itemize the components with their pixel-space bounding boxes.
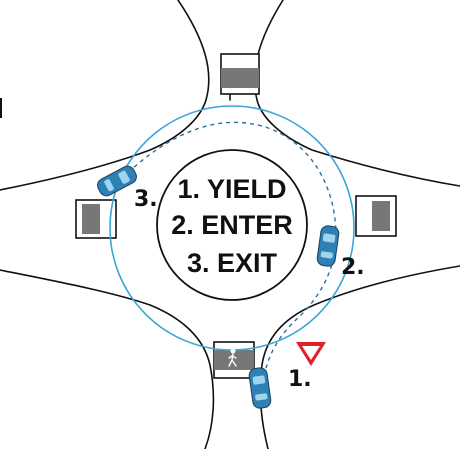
roundabout-island [156,149,308,301]
instruction-exit: 3. EXIT [187,248,278,278]
instruction-enter: 2. ENTER [171,210,293,240]
crosswalk-top [220,53,260,95]
road-edge-top-left [0,0,210,191]
step-label-3: 3. [134,187,158,212]
crosswalk-right [355,195,397,237]
car-icon-2 [316,225,340,267]
yield-sign-icon [296,342,326,366]
step-label-1: 1. [288,367,312,392]
instruction-yield: 1. YIELD [177,174,286,204]
pedestrian-icon [228,348,237,367]
road-edge-top-right [253,0,460,187]
vehicle-path [115,121,337,401]
car-icon-3 [97,165,137,197]
car-icon-1 [248,367,272,409]
edge-mark [0,98,2,118]
road-edge-bottom-left [0,269,215,449]
step-label-2: 2. [341,255,365,280]
center-instructions: 1. YIELD 2. ENTER 3. EXIT [171,174,293,278]
road-edge-bottom-right [259,265,460,449]
crosswalks [75,53,397,379]
crosswalk-bottom [213,341,255,379]
